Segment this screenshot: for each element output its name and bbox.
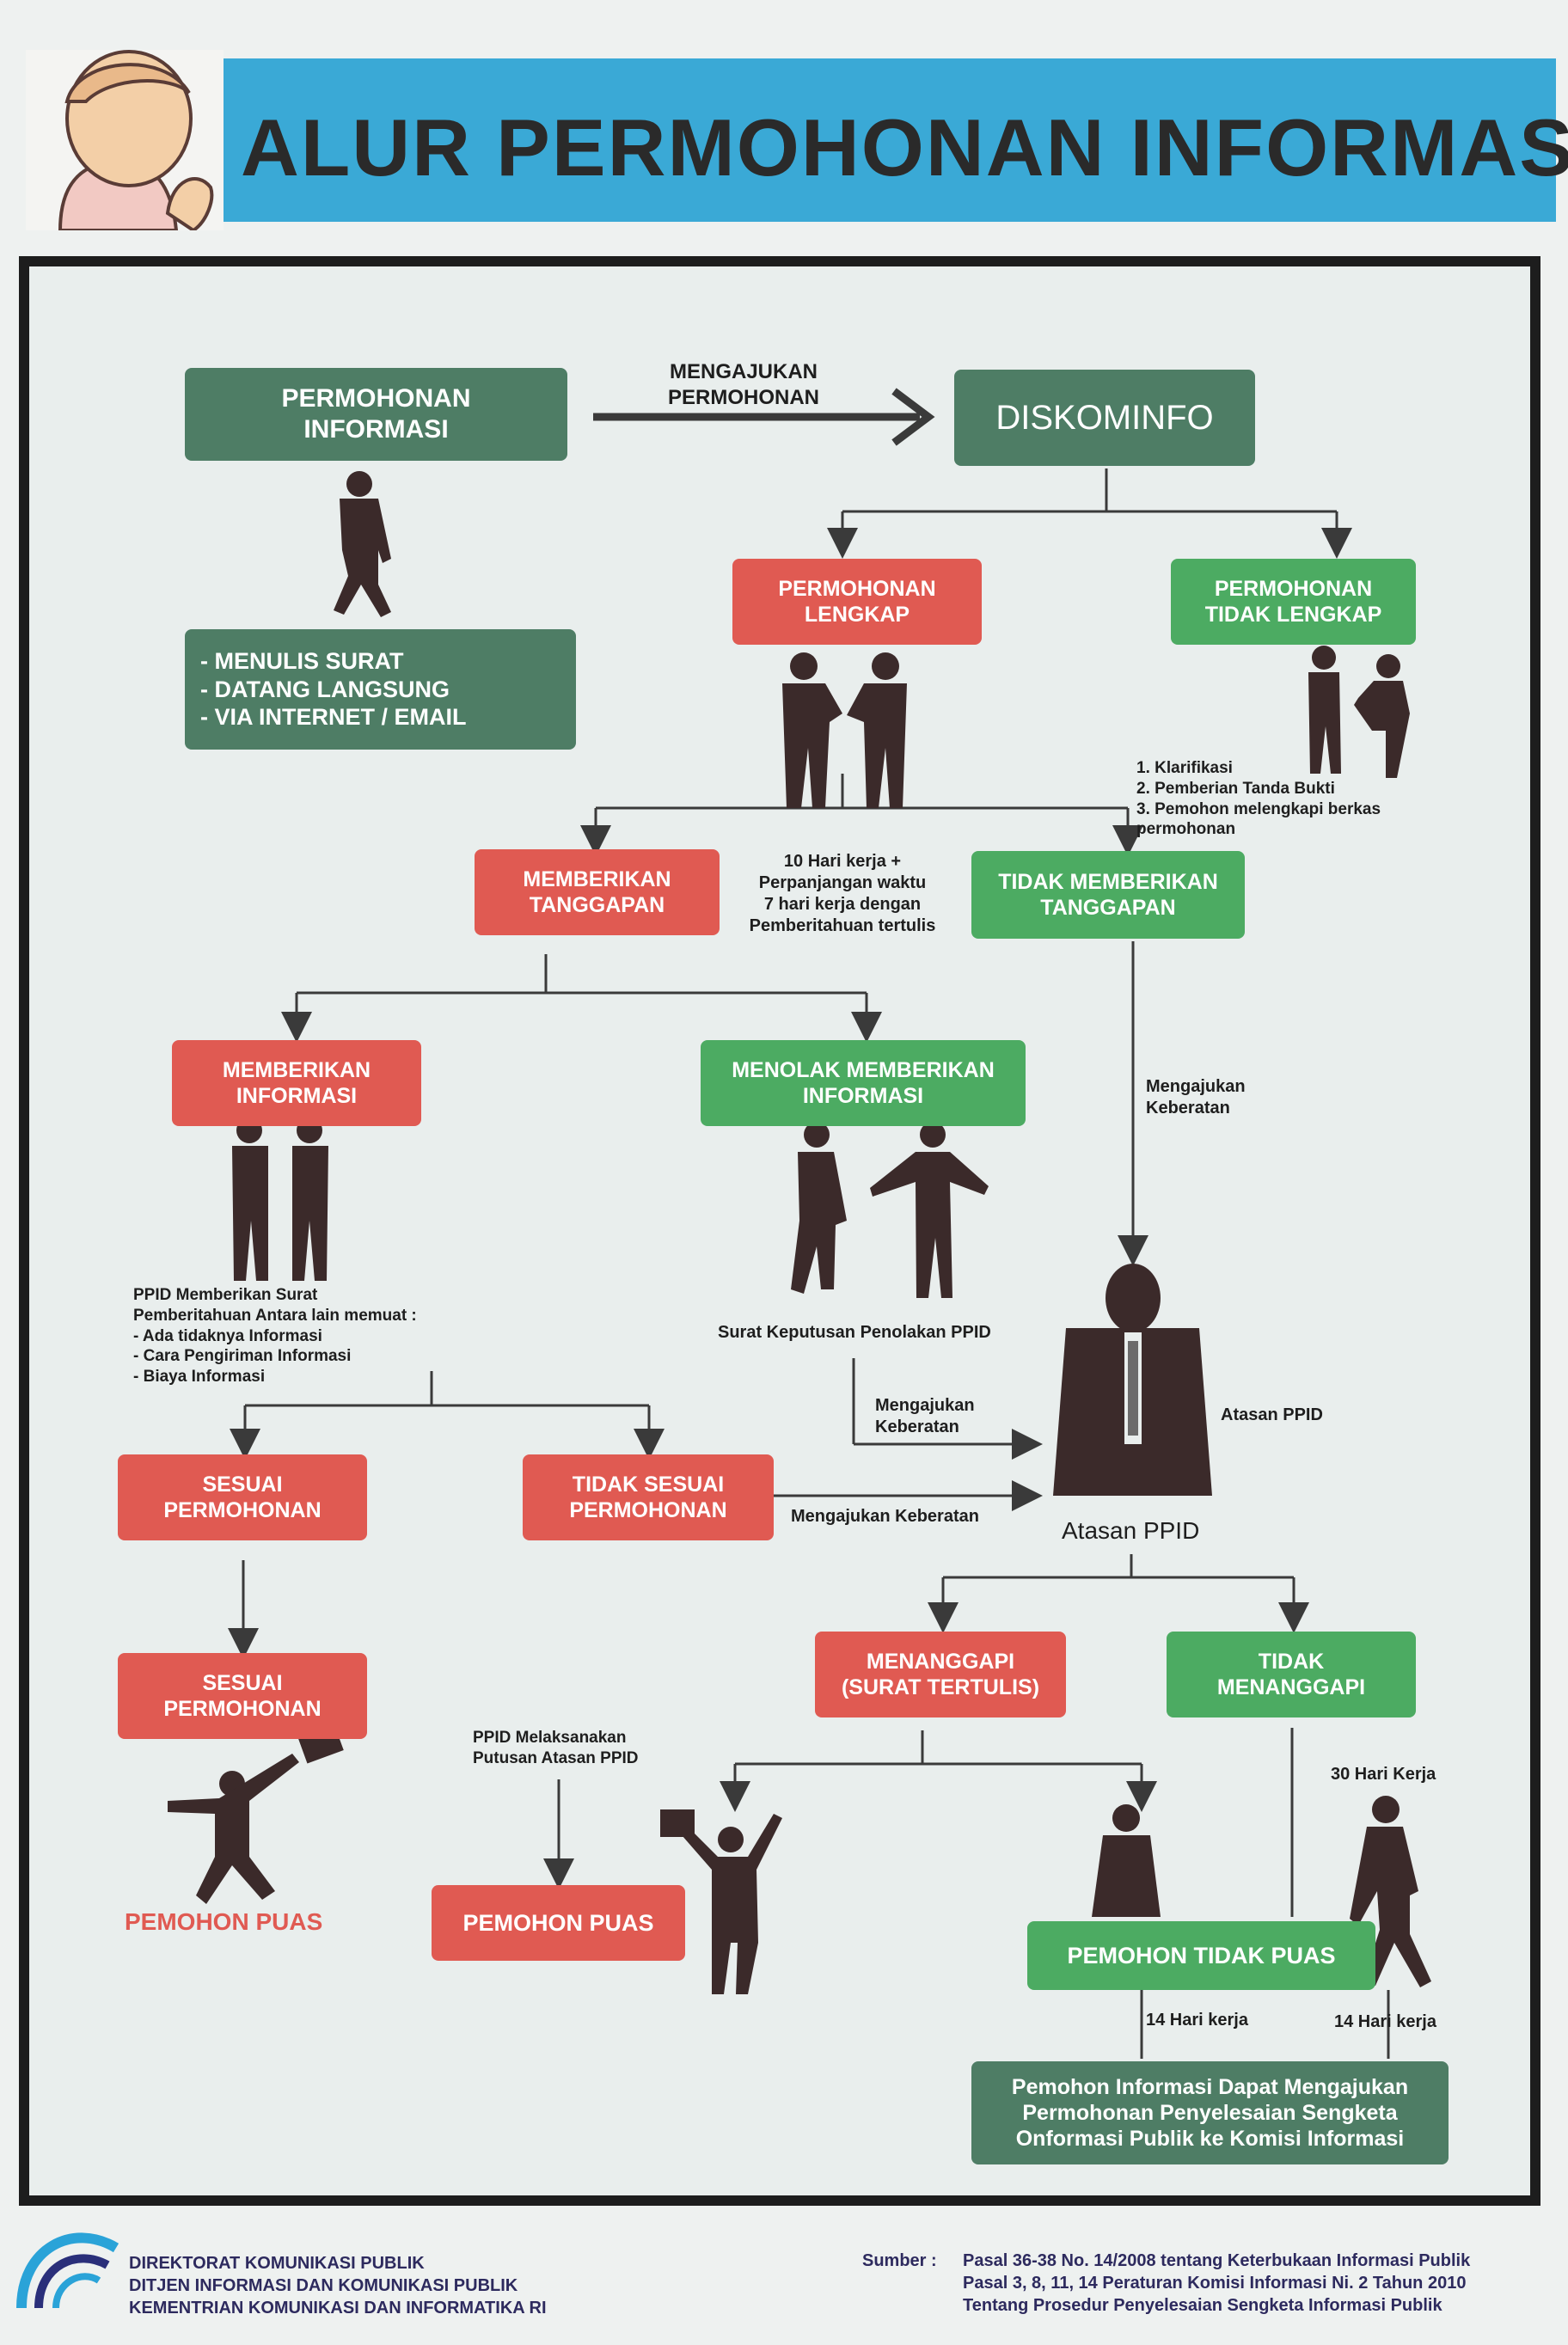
footer-sumber-text: Pasal 36-38 No. 14/2008 tentang Keterbuk… <box>963 2251 1471 2315</box>
label-ppid-melaksanakan: PPID Melaksanakan Putusan Atasan PPID <box>473 1729 639 1767</box>
jumping-person-icon <box>168 1722 344 1904</box>
kominfo-logo-icon <box>13 2213 125 2334</box>
label-empat-belas-hari-2: 14 Hari kerja <box>1334 2012 1436 2031</box>
node-sesuai-permohonan-1: SESUAI PERMOHONAN <box>118 1454 367 1540</box>
node-permohonan-tidak-lengkap: PERMOHONAN TIDAK LENGKAP <box>1171 559 1416 645</box>
node-komisi-informasi: Pemohon Informasi Dapat Mengajukan Permo… <box>971 2061 1449 2164</box>
label-sepuluh-hari-kerja: 10 Hari kerja + Perpanjangan waktu 7 har… <box>749 852 936 935</box>
two-businessmen-icon <box>232 1117 328 1281</box>
node-sesuai-permohonan-2: SESUAI PERMOHONAN <box>118 1653 367 1739</box>
handshake-icon <box>782 652 907 808</box>
node-memberikan-informasi: MEMBERIKAN INFORMASI <box>172 1040 421 1126</box>
label-atasan-ppid: Atasan PPID <box>1062 1517 1200 1544</box>
mascot-illustration <box>26 50 224 233</box>
standing-person-icon <box>1092 1804 1161 1917</box>
node-tidak-sesuai-permohonan: TIDAK SESUAI PERMOHONAN <box>523 1454 774 1540</box>
footer-org: DIREKTORAT KOMUNIKASI PUBLIK DITJEN INFO… <box>129 2254 547 2317</box>
footer-sumber-label: Sumber : <box>862 2251 937 2270</box>
node-cara-pengajuan: - MENULIS SURAT - DATANG LANGSUNG - VIA … <box>185 629 576 750</box>
node-permohonan-informasi: PERMOHONAN INFORMASI <box>185 368 567 461</box>
label-empat-belas-hari-1: 14 Hari kerja <box>1146 2011 1248 2030</box>
header-banner <box>26 58 1556 222</box>
walking-away-person-icon <box>1350 1796 1431 1987</box>
two-people-talking-icon <box>1308 646 1410 778</box>
node-tidak-memberikan-tanggapan: TIDAK MEMBERIKAN TANGGAPAN <box>971 851 1245 939</box>
label-mengajukan-keberatan-2: Mengajukan Keberatan <box>875 1396 975 1436</box>
walking-person-icon <box>334 471 391 617</box>
cheering-person-icon <box>660 1809 782 1994</box>
node-pemohon-puas: PEMOHON PUAS <box>432 1885 685 1961</box>
label-mengajukan-permohonan: MENGAJUKAN PERMOHONAN <box>667 360 819 409</box>
label-surat-keputusan: Surat Keputusan Penolakan PPID <box>718 1323 991 1342</box>
label-pemohon-puas: PEMOHON PUAS <box>125 1908 323 1935</box>
label-atasan-ppid-side: Atasan PPID <box>1221 1405 1323 1424</box>
node-memberikan-tanggapan: MEMBERIKAN TANGGAPAN <box>475 849 720 935</box>
page-title: ALUR PERMOHONAN INFORMASI <box>241 102 1568 193</box>
label-tiga-puluh-hari: 30 Hari Kerja <box>1331 1765 1436 1784</box>
node-diskominfo: DISKOMINFO <box>954 370 1255 466</box>
node-pemohon-tidak-puas: PEMOHON TIDAK PUAS <box>1027 1921 1375 1990</box>
node-permohonan-lengkap: PERMOHONAN LENGKAP <box>732 559 982 645</box>
label-klarifikasi: 1. Klarifikasi 2. Pemberian Tanda Bukti … <box>1136 759 1381 839</box>
label-mengajukan-keberatan-1: Mengajukan Keberatan <box>1146 1077 1246 1117</box>
atasan-ppid-figure-icon <box>1053 1264 1212 1496</box>
label-mengajukan-keberatan-3: Mengajukan Keberatan <box>791 1507 979 1526</box>
node-tidak-menanggapi: TIDAK MENANGGAPI <box>1167 1632 1416 1717</box>
node-menolak-memberikan-informasi: MENOLAK MEMBERIKAN INFORMASI <box>701 1040 1026 1126</box>
label-ppid-memberikan-surat: PPID Memberikan Surat Pemberitahuan Anta… <box>133 1286 417 1386</box>
rejecting-people-icon <box>791 1122 989 1298</box>
node-menanggapi: MENANGGAPI (SURAT TERTULIS) <box>815 1632 1066 1717</box>
